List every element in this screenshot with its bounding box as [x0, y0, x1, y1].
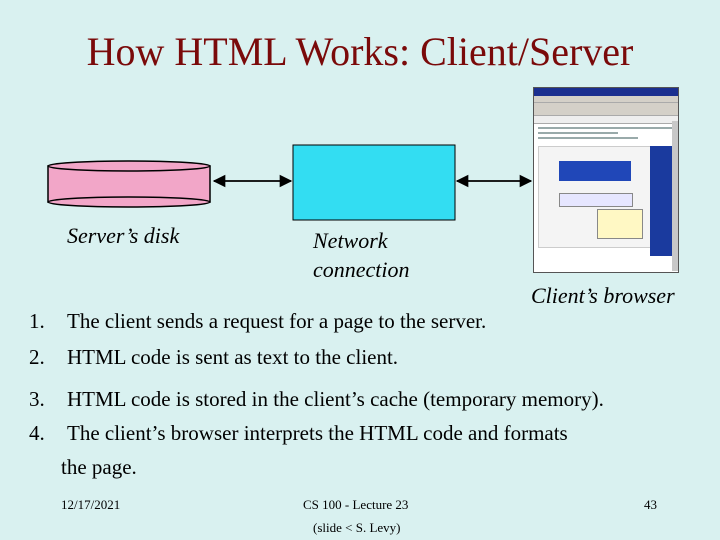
step-number: 1. — [29, 309, 45, 333]
step-text: HTML code is sent as text to the client. — [67, 345, 399, 369]
step-4: 4. The client’s browser interprets the H… — [29, 421, 689, 447]
step-number: 4. — [29, 421, 45, 445]
step-3: 3. HTML code is stored in the client’s c… — [29, 387, 709, 413]
step-4-continuation: the page. — [61, 455, 137, 479]
network-box-icon — [292, 144, 456, 221]
network-label-line2: connection — [313, 257, 410, 282]
footer-credit: (slide < S. Levy) — [313, 520, 401, 535]
step-text: HTML code is stored in the client’s cach… — [67, 387, 604, 411]
page-title: How HTML Works: Client/Server — [86, 29, 634, 74]
server-disk-label: Server’s disk — [67, 223, 180, 248]
step-number: 2. — [29, 345, 45, 369]
footer-date: 12/17/2021 — [61, 497, 121, 512]
client-browser-label: Client’s browser — [531, 283, 675, 308]
browser-screenshot-icon — [533, 87, 679, 273]
network-label-line1: Network — [313, 228, 388, 253]
footer-page-number: 43 — [644, 497, 657, 512]
footer-course: CS 100 - Lecture 23 — [303, 497, 409, 512]
step-text: The client sends a request for a page to… — [67, 309, 487, 333]
step-2: 2. HTML code is sent as text to the clie… — [29, 345, 689, 371]
step-number: 3. — [29, 387, 45, 411]
disk-cylinder-icon — [47, 160, 211, 208]
step-text: The client’s browser interprets the HTML… — [67, 421, 568, 445]
step-1: 1. The client sends a request for a page… — [29, 309, 689, 335]
